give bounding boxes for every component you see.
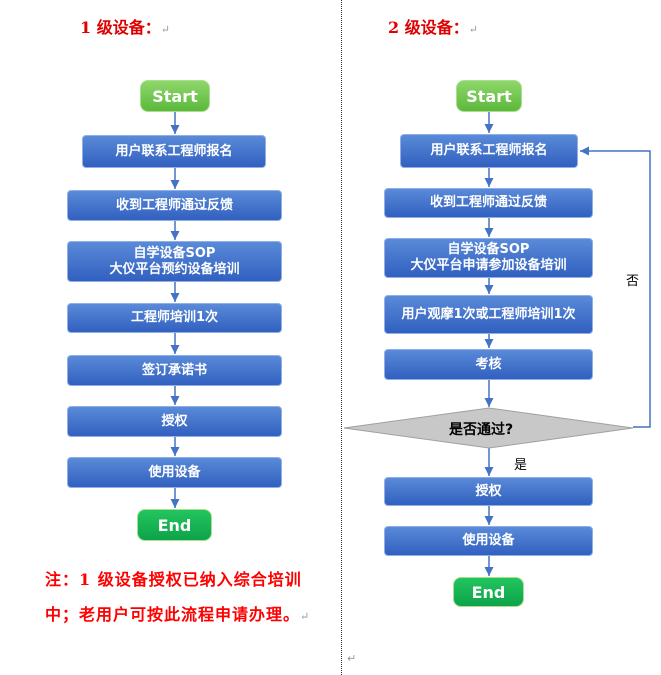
yes-label: 是 — [514, 458, 528, 473]
column-divider — [341, 0, 342, 675]
right-step-exam: 考核 — [384, 349, 593, 380]
note-line-1: 注：1 级设备授权已纳入综合培训 — [45, 570, 302, 589]
right-step-feedback: 收到工程师通过反馈 — [384, 188, 593, 218]
left-step-register: 用户联系工程师报名 — [82, 135, 266, 168]
left-step-training: 工程师培训1次 — [67, 303, 282, 333]
left-title: 1 级设备：↵ — [80, 18, 170, 37]
right-step-authorize: 授权 — [384, 477, 593, 506]
right-title: 2 级设备：↵ — [388, 18, 478, 37]
left-end: End — [137, 509, 212, 541]
left-step-commitment: 签订承诺书 — [67, 355, 282, 386]
loop-back-arrow — [580, 146, 651, 428]
right-step-self-study: 自学设备SOP 大仪平台申请参加设备培训 — [384, 238, 593, 278]
left-step-authorize: 授权 — [67, 406, 282, 437]
decision-diamond — [343, 407, 634, 449]
left-step-use: 使用设备 — [67, 457, 282, 488]
paragraph-mark: ↵ — [347, 652, 357, 665]
right-step-observe-training: 用户观摩1次或工程师培训1次 — [384, 295, 593, 334]
left-step-feedback: 收到工程师通过反馈 — [67, 190, 282, 221]
right-end: End — [453, 577, 524, 607]
right-step-register: 用户联系工程师报名 — [400, 134, 578, 168]
right-start: Start — [456, 80, 522, 112]
left-step-self-study: 自学设备SOP 大仪平台预约设备培训 — [67, 241, 282, 282]
left-start: Start — [140, 80, 210, 112]
note-line-2: 中；老用户可按此流程申请办理。↵ — [45, 605, 311, 624]
decision-label: 是否通过? — [449, 422, 514, 438]
no-label: 否 — [626, 274, 640, 289]
right-step-use: 使用设备 — [384, 526, 593, 556]
